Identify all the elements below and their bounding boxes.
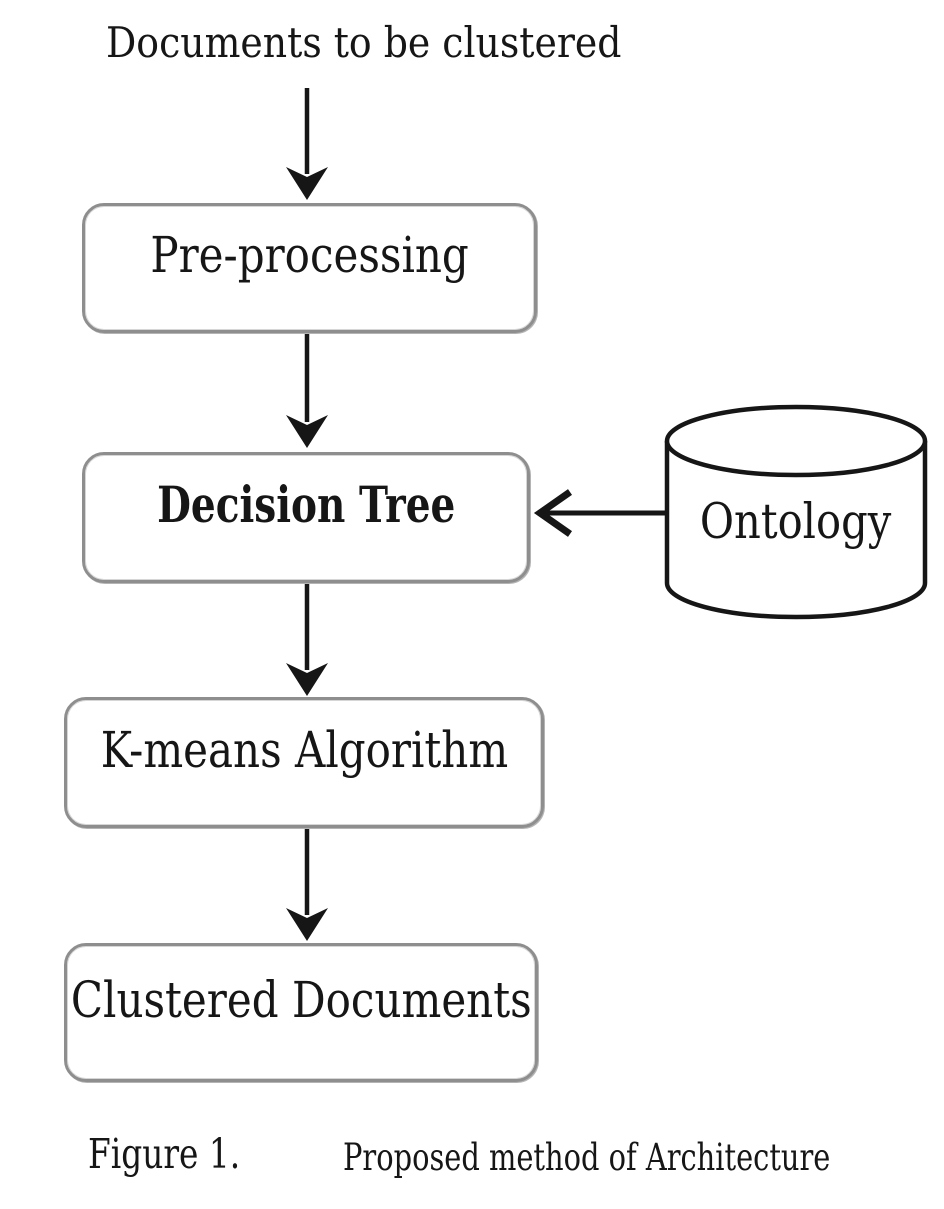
ontology-cylinder-body xyxy=(664,441,928,620)
ontology-cylinder-top xyxy=(664,404,928,478)
ontology-datastore-label: Ontology xyxy=(700,493,892,550)
arrow-left-head xyxy=(533,489,573,537)
arrow-down-4-head xyxy=(286,908,328,941)
input-documents-label: Documents to be clustered xyxy=(106,18,622,67)
ontology-datastore-label-wrap: Ontology xyxy=(667,497,925,546)
node-decision-tree: Decision Tree xyxy=(82,452,530,583)
node-clustered-documents: Clustered Documents xyxy=(64,943,538,1082)
node-k-means-algorithm: K-means Algorithm xyxy=(64,697,544,828)
node-pre-processing-label: Pre-processing xyxy=(150,226,469,284)
arrow-down-2-head xyxy=(286,415,328,448)
arrow-down-3-head xyxy=(286,663,328,696)
arrow-down-1-head xyxy=(286,167,328,200)
figure-caption-title: Proposed method of Architecture xyxy=(343,1136,831,1179)
node-clustered-documents-label: Clustered Documents xyxy=(70,970,532,1029)
node-k-means-algorithm-label: K-means Algorithm xyxy=(100,720,508,779)
node-pre-processing: Pre-processing xyxy=(82,203,537,333)
figure-caption-number: Figure 1. xyxy=(88,1130,241,1178)
node-decision-tree-label: Decision Tree xyxy=(156,474,456,534)
